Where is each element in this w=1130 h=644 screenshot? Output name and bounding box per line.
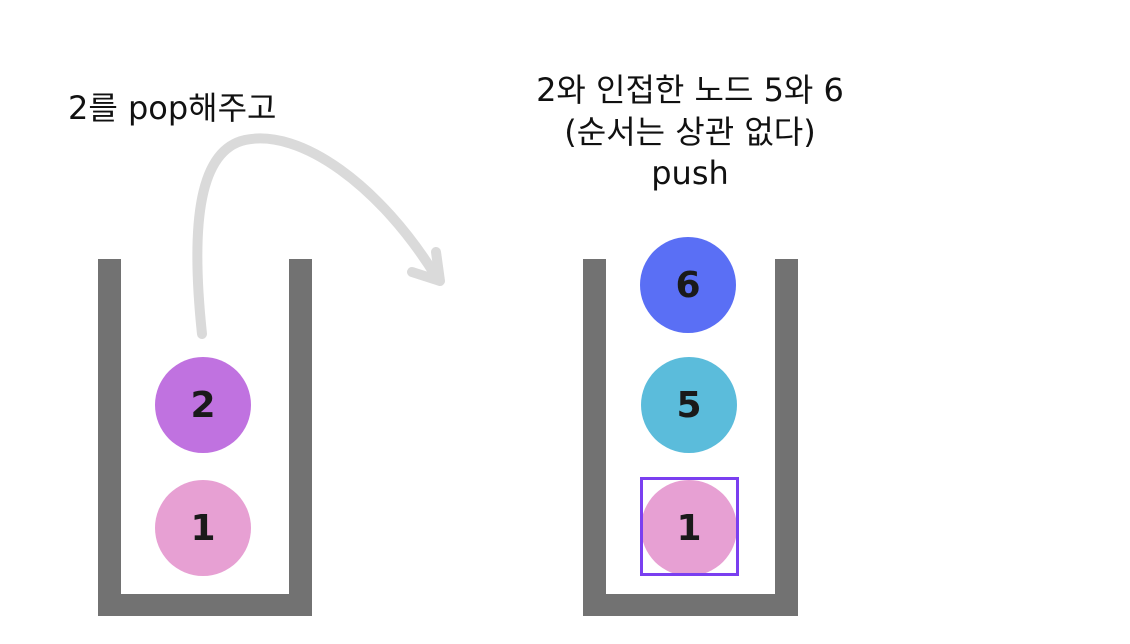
right-stack-wall-right: [775, 259, 798, 616]
right-node-1-highlight: [640, 477, 739, 576]
push-caption: 2와 인접한 노드 5와 6 (순서는 상관 없다) push: [470, 70, 910, 195]
left-node-1: 1: [155, 480, 251, 576]
push-caption-line-1: 2와 인접한 노드 5와 6: [536, 71, 844, 109]
left-node-2: 2: [155, 357, 251, 453]
right-node-5: 5: [641, 357, 737, 453]
left-stack-floor: [98, 594, 312, 616]
push-caption-line-2: (순서는 상관 없다): [564, 112, 816, 151]
pop-caption: 2를 pop해주고: [68, 89, 277, 127]
right-node-6: 6: [640, 237, 736, 333]
right-stack-floor: [583, 594, 798, 616]
left-stack-wall-right: [289, 259, 312, 616]
right-stack-wall-left: [583, 259, 606, 616]
left-stack-wall-left: [98, 259, 121, 616]
push-caption-line-3: push: [651, 154, 729, 193]
right-node-1: 1: [641, 480, 737, 576]
